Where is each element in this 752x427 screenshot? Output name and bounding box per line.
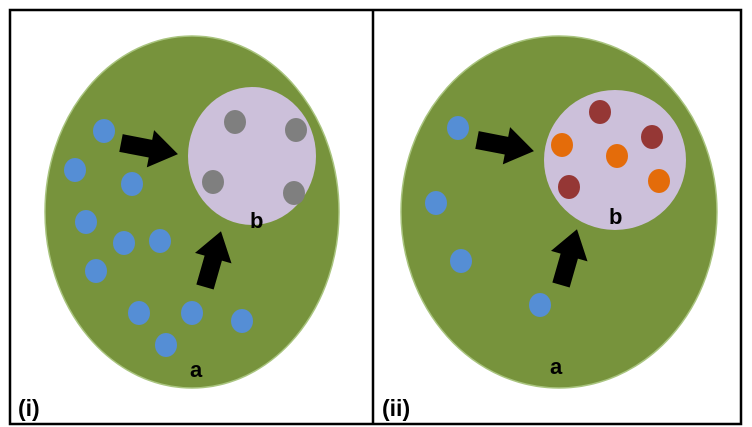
blue-dot xyxy=(85,259,107,283)
blue-dot xyxy=(113,231,135,255)
label-b-ii: b xyxy=(609,204,622,229)
colored-dots-ii xyxy=(551,100,670,199)
grey-dot xyxy=(285,118,307,142)
label-a-i: a xyxy=(190,357,203,382)
blue-dots-ii xyxy=(425,116,551,317)
label-b-i: b xyxy=(250,208,263,233)
orange-dot xyxy=(606,144,628,168)
blue-dot xyxy=(121,172,143,196)
blue-dots-i xyxy=(64,119,253,357)
panel-label-ii: (ii) xyxy=(382,395,410,421)
grey-dot xyxy=(283,181,305,205)
blue-dot xyxy=(149,229,171,253)
blue-dot xyxy=(155,333,177,357)
cell-a-ii-outline xyxy=(400,35,718,389)
red-dot xyxy=(589,100,611,124)
blue-dot xyxy=(75,210,97,234)
blue-dot xyxy=(447,116,469,140)
cell-a-i-outline xyxy=(44,35,340,389)
red-dot xyxy=(558,175,580,199)
blue-dot xyxy=(93,119,115,143)
blue-dot xyxy=(181,301,203,325)
blue-dot xyxy=(64,158,86,182)
outer-frame xyxy=(8,8,743,426)
grey-dot xyxy=(224,110,246,134)
grey-dots-i xyxy=(202,110,307,205)
red-dot xyxy=(641,125,663,149)
blue-dot xyxy=(529,293,551,317)
orange-dot xyxy=(551,133,573,157)
blue-dot xyxy=(425,191,447,215)
panel-label-i: (i) xyxy=(18,395,40,421)
blue-dot xyxy=(128,301,150,325)
grey-dot xyxy=(202,170,224,194)
cell-a-ii xyxy=(401,36,717,388)
blue-dot xyxy=(450,249,472,273)
panel-i: b a (i) xyxy=(18,35,340,421)
panel-ii: b a (ii) xyxy=(382,35,718,421)
orange-dot xyxy=(648,169,670,193)
blue-dot xyxy=(231,309,253,333)
label-a-ii: a xyxy=(550,354,563,379)
